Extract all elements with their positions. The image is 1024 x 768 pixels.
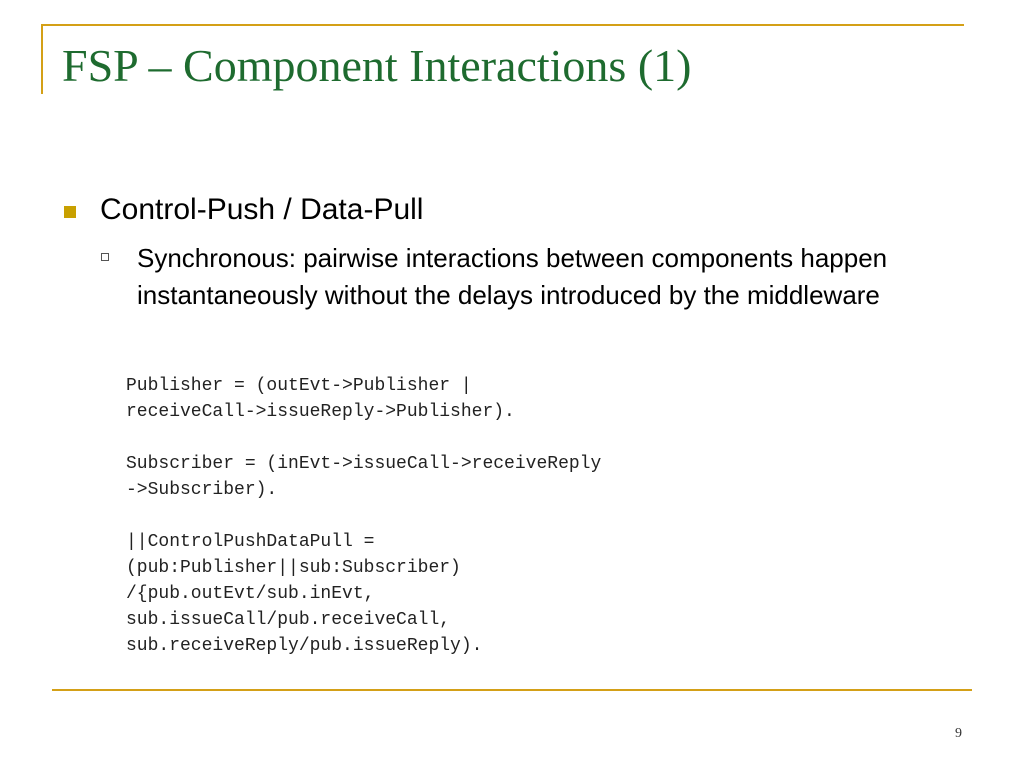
bullet-level-2-text: Synchronous: pairwise interactions betwe… xyxy=(137,243,888,310)
slide-title: FSP – Component Interactions (1) xyxy=(62,40,692,91)
accent-vertical-line xyxy=(41,24,43,94)
fsp-code-block: Publisher = (outEvt->Publisher | receive… xyxy=(126,376,602,656)
bullet-level-1-text: Control-Push / Data-Pull xyxy=(100,193,424,226)
page-number: 9 xyxy=(955,726,962,741)
hollow-square-bullet-icon xyxy=(101,253,109,261)
accent-top-line xyxy=(41,24,964,26)
bullet-level-1: Control-Push / Data-Pull xyxy=(64,190,423,229)
bullet-level-2: Synchronous: pairwise interactions betwe… xyxy=(101,240,941,314)
accent-bottom-line xyxy=(52,689,972,691)
filled-square-bullet-icon xyxy=(64,206,76,218)
